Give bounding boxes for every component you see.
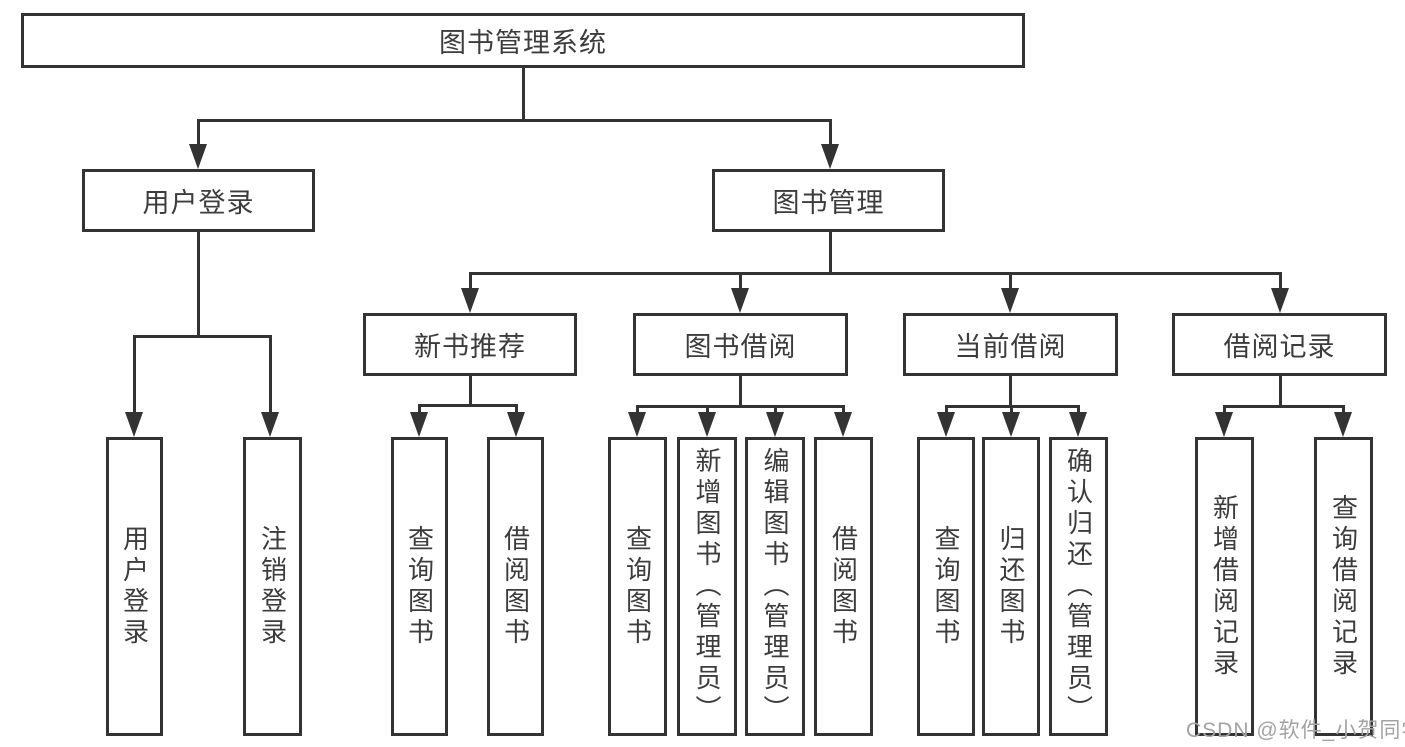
node-leaf-user-login-label: 用户登录 [119,524,150,649]
node-root: 图书管理系统 [21,13,1025,68]
arrowhead-down-icon [1215,412,1233,437]
arrowhead-down-icon [1334,412,1352,437]
node-book-borrowing: 图书借阅 [633,313,848,376]
watermark: CSDN @软件_小贺同学 [1186,719,1405,742]
node-leaf-query-borrow-record-label: 查询借阅记录 [1328,493,1359,680]
node-new-book-recommend: 新书推荐 [363,313,577,376]
node-borrow-records: 借阅记录 [1172,313,1387,376]
connector-line-vertical [468,273,472,290]
node-current-borrowing: 当前借阅 [903,313,1118,376]
connector-line-vertical [132,336,136,413]
connector-line-vertical [521,68,525,120]
connector-line-vertical [468,376,472,407]
node-leaf-borrow-book-recommend: 借阅图书 [487,437,544,736]
node-leaf-borrow-book-borrowing: 借阅图书 [814,437,873,736]
connector-line-vertical [828,120,832,146]
connector-line-vertical [268,336,272,413]
arrowhead-down-icon [937,412,955,437]
connector-line-vertical [841,406,845,414]
node-leaf-user-login: 用户登录 [106,437,163,736]
connector-line-vertical [828,232,832,275]
node-leaf-add-book-admin: 新增图书（管理员） [677,437,737,736]
node-book-management-label: 图书管理 [772,188,885,218]
connector-line-vertical [1009,406,1013,414]
arrowhead-down-icon [698,412,716,437]
arrowhead-down-icon [628,412,646,437]
node-leaf-borrow-book-recommend-label: 借阅图书 [500,524,531,649]
arrowhead-down-icon [461,288,479,313]
connector-line-vertical [705,406,709,414]
node-leaf-edit-book-admin-label: 编辑图书（管理员） [760,447,790,726]
arrowhead-down-icon [731,288,749,313]
connector-line-vertical [635,406,639,414]
node-new-book-recommend-label: 新书推荐 [414,332,526,362]
connector-line-horizontal [196,118,832,122]
connector-line-vertical [738,273,742,290]
node-leaf-return-book-label: 归还图书 [996,524,1026,649]
arrowhead-down-icon [766,412,784,437]
arrowhead-down-icon [834,412,852,437]
arrowhead-down-icon [1271,288,1289,313]
node-borrow-records-label: 借阅记录 [1223,332,1336,362]
connector-line-vertical [514,405,518,414]
connector-line-vertical [1008,273,1012,290]
arrowhead-down-icon [821,144,839,169]
connector-line-vertical [738,376,742,408]
connector-line-horizontal [417,403,518,407]
node-root-label: 图书管理系统 [439,28,607,58]
connector-line-vertical [196,120,200,146]
connector-line-vertical [417,405,421,414]
node-user-login: 用户登录 [82,169,315,232]
node-leaf-confirm-return-admin-label: 确认归还（管理员） [1063,447,1094,726]
arrowhead-down-icon [1069,412,1087,437]
arrowhead-down-icon [410,412,428,437]
node-leaf-query-book-recommend: 查询图书 [391,437,448,736]
connector-line-vertical [1278,273,1282,290]
connector-line-vertical [1278,376,1282,408]
connector-line-vertical [1008,376,1012,408]
connector-line-horizontal [468,271,1282,275]
connector-line-vertical [1341,406,1345,414]
node-leaf-query-book-borrowing-label: 查询图书 [622,524,653,649]
node-leaf-add-borrow-record: 新增借阅记录 [1195,437,1254,736]
connector-line-horizontal [635,404,845,408]
node-current-borrowing-label: 当前借阅 [954,332,1067,362]
node-book-management: 图书管理 [712,169,945,232]
node-leaf-logout: 注销登录 [243,437,302,736]
node-book-borrowing-label: 图书借阅 [684,332,797,362]
arrowhead-down-icon [1001,288,1019,313]
node-leaf-query-book-current-label: 查询图书 [931,524,961,649]
node-leaf-query-book-current: 查询图书 [917,437,975,736]
arrowhead-down-icon [507,412,525,437]
node-leaf-edit-book-admin: 编辑图书（管理员） [745,437,805,736]
node-leaf-return-book: 归还图书 [982,437,1040,736]
arrowhead-down-icon [1002,412,1020,437]
node-leaf-query-book-borrowing: 查询图书 [608,437,667,736]
connector-line-vertical [196,232,200,338]
node-leaf-borrow-book-borrowing-label: 借阅图书 [828,524,859,649]
node-leaf-query-book-recommend-label: 查询图书 [404,524,435,649]
node-user-login-label: 用户登录 [142,188,255,218]
node-leaf-confirm-return-admin: 确认归还（管理员） [1049,437,1108,736]
connector-line-horizontal [1222,404,1345,408]
connector-line-vertical [1076,406,1080,414]
connector-line-vertical [944,406,948,414]
node-leaf-logout-label: 注销登录 [257,524,288,649]
connector-line-vertical [773,406,777,414]
arrowhead-down-icon [189,144,207,169]
connector-line-vertical [1222,406,1226,414]
connector-line-horizontal [132,334,272,338]
arrowhead-down-icon [261,412,279,437]
node-leaf-add-book-admin-label: 新增图书（管理员） [692,447,722,726]
node-leaf-add-borrow-record-label: 新增借阅记录 [1209,493,1240,680]
node-leaf-query-borrow-record: 查询借阅记录 [1314,437,1373,736]
arrowhead-down-icon [125,412,143,437]
